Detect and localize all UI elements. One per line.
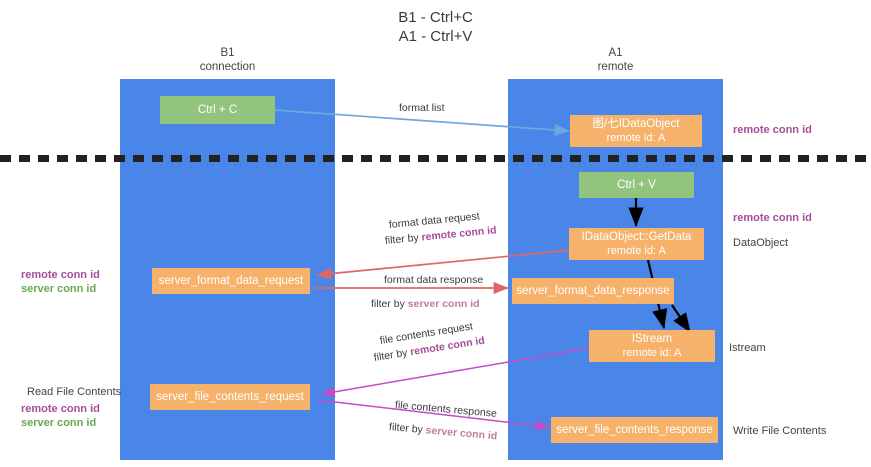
node-ctrl-c[interactable]: Ctrl + C <box>160 96 275 124</box>
lane-header-a1-role: remote <box>597 60 634 73</box>
node-getdata-label: IDataObject::GetData <box>581 231 692 243</box>
node-server-format-data-request-label: server_format_data_request <box>158 275 304 287</box>
arrow-format-data-request <box>316 249 573 280</box>
filter-value-server-conn-id: server conn id <box>407 298 480 310</box>
annotation-left-server-conn: server conn id <box>21 283 97 295</box>
phase-divider <box>0 155 871 162</box>
node-getdata[interactable]: IDataObject::GetData remote id: A <box>569 228 704 260</box>
lane-header-b1-name: B1 <box>220 47 235 59</box>
node-server-file-contents-request-label: server_file_contents_request <box>156 391 304 403</box>
node-getdata-remote-id: remote id: A <box>607 245 666 257</box>
node-server-file-contents-response[interactable]: server_file_contents_response <box>551 417 718 443</box>
node-server-format-data-request[interactable]: server_format_data_request <box>152 268 310 294</box>
annotation-left-server-conn-2: server conn id <box>21 417 97 429</box>
edge-label-format-data-response: format data response <box>384 274 484 286</box>
node-ctrl-c-label: Ctrl + C <box>197 104 238 116</box>
title-line-1: B1 - Ctrl+C <box>398 9 473 26</box>
filter-prefix: filter by <box>388 421 427 437</box>
node-ctrl-v[interactable]: Ctrl + V <box>579 172 694 198</box>
arrow-file-contents-response <box>317 399 550 431</box>
annotation-left-read-file-contents: Read File Contents <box>27 386 122 398</box>
annotation-right-remote-conn-top: remote conn id <box>733 124 812 136</box>
annotation-left-remote-conn: remote conn id <box>21 269 100 281</box>
node-istream[interactable]: IStream remote id: A <box>589 330 715 362</box>
lane-header-b1-role: connection <box>199 60 256 73</box>
node-server-format-data-response-label: server_format_data_response <box>516 285 670 297</box>
lane-header-a1-name: A1 <box>608 47 623 59</box>
node-idataobject-remote-id: remote id: A <box>606 132 666 144</box>
annotation-right-write-file-contents: Write File Contents <box>733 425 827 437</box>
filter-prefix: filter by <box>371 298 408 310</box>
node-ctrl-v-label: Ctrl + V <box>617 179 656 191</box>
annotation-right-istream: Istream <box>729 342 766 354</box>
annotation-left-remote-conn-2: remote conn id <box>21 403 100 415</box>
node-idataobject[interactable]: 图/七IDataObject remote id: A <box>570 115 702 147</box>
node-istream-remote-id: remote id: A <box>622 347 682 359</box>
arrow-format-list <box>273 109 570 136</box>
diagram-title: B1 - Ctrl+C A1 - Ctrl+V <box>0 8 871 46</box>
annotation-right-dataobject: DataObject <box>733 237 789 249</box>
arrow-file-contents-request <box>321 347 591 398</box>
annotation-right-remote-conn-mid: remote conn id <box>733 212 812 224</box>
node-istream-label: IStream <box>631 333 673 345</box>
title-line-2: A1 - Ctrl+V <box>398 28 473 45</box>
node-server-format-data-response[interactable]: server_format_data_response <box>512 278 674 304</box>
node-server-file-contents-request[interactable]: server_file_contents_request <box>150 384 310 410</box>
edge-label-format-list: format list <box>399 102 445 114</box>
node-server-file-contents-response-label: server_file_contents_response <box>556 424 713 436</box>
node-idataobject-label: 图/七IDataObject <box>592 118 680 130</box>
edge-label-format-data-response-filter: filter by server conn id <box>371 298 480 311</box>
lane-header-a1: A1 remote <box>508 47 723 74</box>
arrow-format-response-to-istream <box>671 304 691 333</box>
lane-header-b1: B1 connection <box>120 47 335 74</box>
filter-prefix: filter by <box>384 231 423 247</box>
